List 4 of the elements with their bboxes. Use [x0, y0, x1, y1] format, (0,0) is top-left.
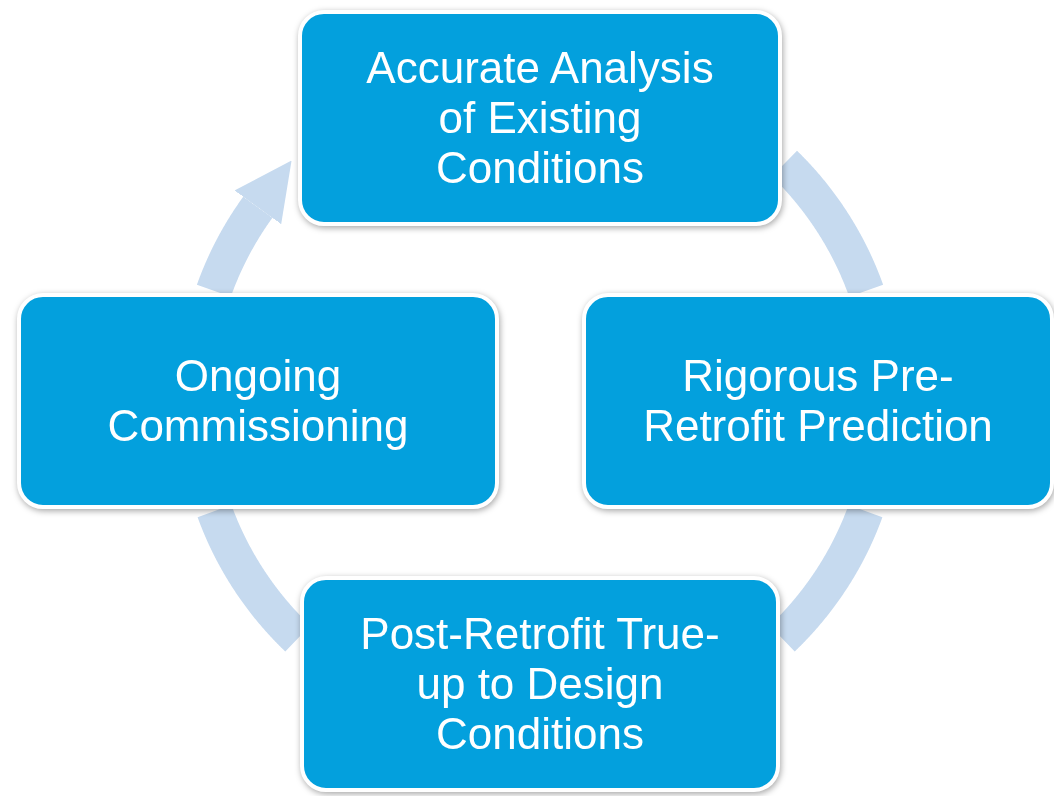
step-label: Ongoing Commissioning — [106, 351, 410, 451]
step-label: Post-Retrofit True-up to Design Conditions — [359, 609, 721, 759]
step-label: Rigorous Pre-Retrofit Prediction — [642, 351, 994, 451]
step-label: Accurate Analysis of Existing Conditions — [365, 43, 715, 193]
